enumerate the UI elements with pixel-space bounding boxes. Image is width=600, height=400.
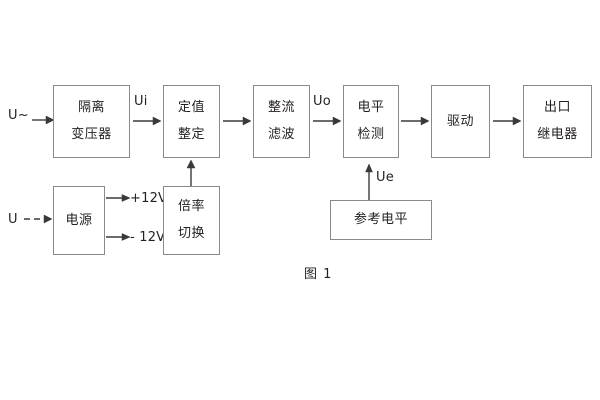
block-setting-value-line2: 整定 [177, 127, 205, 142]
signal-label-uo: Uo [313, 94, 331, 109]
figure-caption: 图 1 [304, 267, 333, 282]
block-rectifier-filter[interactable]: 整流 滤波 [253, 85, 310, 158]
arrow-input-to-isolation [32, 115, 55, 125]
block-rectifier-filter-line2: 滤波 [267, 127, 295, 142]
arrow-reference-to-level [365, 163, 373, 200]
block-output-relay-line1: 出口 [543, 100, 571, 116]
block-drive[interactable]: 驱动 [431, 85, 490, 158]
block-isolation-transformer-line1: 隔离 [77, 100, 105, 116]
block-power-supply-line1: 电源 [65, 212, 93, 228]
block-isolation-transformer-line2: 变压器 [71, 127, 112, 142]
block-drive-line1: 驱动 [446, 113, 474, 129]
block-setting-value-line1: 定值 [177, 100, 205, 116]
rail-label-positive: +12V [130, 191, 168, 206]
block-level-detection-line2: 检测 [357, 127, 385, 142]
block-multiplier-switch[interactable]: 倍率 切换 [163, 186, 220, 255]
block-multiplier-switch-line1: 倍率 [177, 199, 205, 215]
rail-label-negative: - 12V [130, 230, 166, 245]
block-output-relay-line2: 继电器 [537, 127, 578, 142]
block-multiplier-switch-line2: 切换 [177, 226, 205, 241]
arrow-rail-negative [106, 233, 131, 241]
arrow-rail-positive [106, 194, 131, 202]
input-label-udc: U [8, 212, 18, 227]
block-rectifier-filter-line1: 整流 [267, 100, 295, 116]
block-level-detection-line1: 电平 [357, 100, 385, 116]
arrow-isolation-to-setting [133, 116, 162, 126]
arrow-multiplier-to-setting [186, 159, 196, 186]
block-output-relay[interactable]: 出口 继电器 [523, 85, 592, 158]
block-power-supply[interactable]: 电源 [53, 186, 105, 255]
block-reference-level[interactable]: 参考电平 [330, 200, 432, 240]
signal-label-ue: Ue [376, 170, 394, 185]
block-isolation-transformer[interactable]: 隔离 变压器 [53, 85, 130, 158]
block-level-detection[interactable]: 电平 检测 [343, 85, 399, 158]
block-reference-level-line1: 参考电平 [353, 212, 408, 228]
input-label-uac: U~ [8, 108, 29, 123]
arrow-rectifier-to-level [313, 116, 342, 126]
block-setting-value[interactable]: 定值 整定 [163, 85, 220, 158]
arrow-input-to-power-supply [24, 214, 53, 224]
arrow-drive-to-output-relay [493, 116, 522, 126]
arrow-level-to-drive [401, 116, 430, 126]
arrow-setting-to-rectifier [223, 116, 252, 126]
signal-label-ui: Ui [134, 94, 148, 109]
